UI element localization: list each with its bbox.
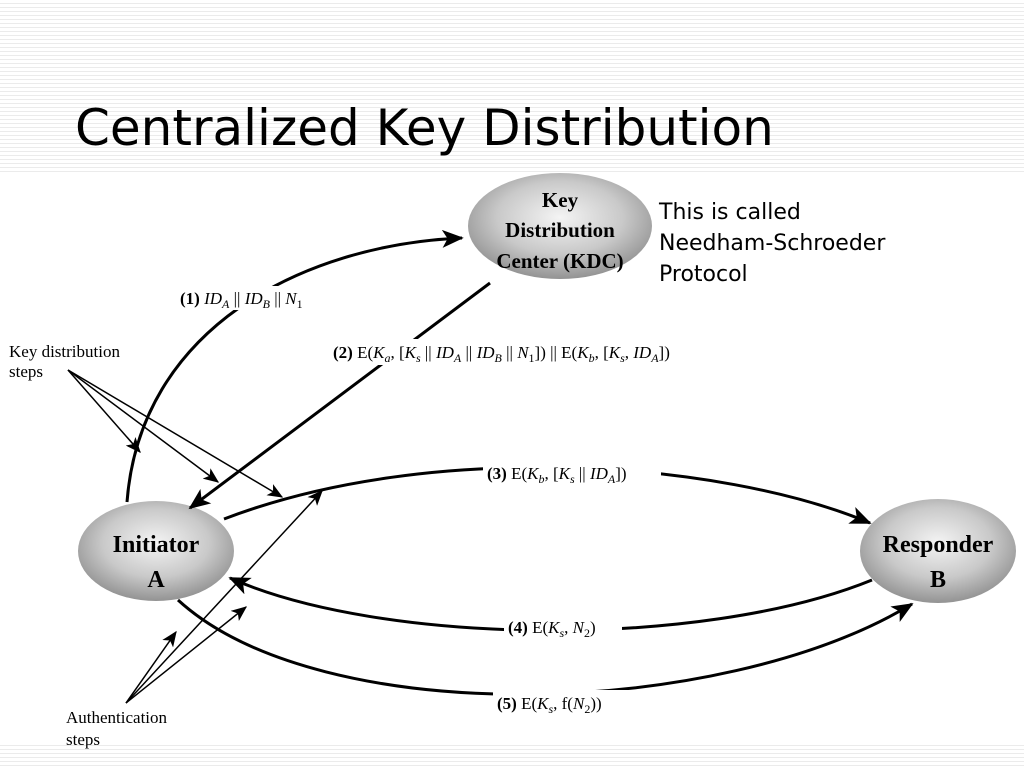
key-distribution-label-line-2: steps: [9, 362, 43, 381]
svg-text:(1) IDA || IDB || N1: (1) IDA || IDB || N1: [180, 289, 303, 311]
svg-text:(3) E(Kb, [Ks || IDA]): (3) E(Kb, [Ks || IDA]): [487, 464, 627, 486]
step-2-label: (2) E(Ka, [Ks || IDA || IDB || N1]) || E…: [329, 339, 753, 365]
kdc-label-line-2: Distribution: [505, 218, 615, 242]
kdc-node: Key Distribution Center (KDC): [468, 173, 652, 279]
responder-label-line-1: Responder: [883, 532, 994, 558]
key-distribution-label-line-1: Key distribution: [9, 342, 120, 361]
slide-title: Centralized Key Distribution: [75, 99, 774, 157]
svg-text:(2) E(Ka, [Ks || IDA || IDB ||: (2) E(Ka, [Ks || IDA || IDB || N1]) || E…: [333, 343, 670, 365]
step-3-label: (3) E(Kb, [Ks || IDA]): [483, 460, 661, 486]
initiator-label-line-2: A: [147, 567, 165, 593]
step-1-label: (1) IDA || IDB || N1: [176, 286, 360, 311]
kdc-label-line-1: Key: [542, 188, 579, 212]
authentication-label-line-2: steps: [66, 730, 100, 749]
arrow-step-1: [125, 229, 464, 503]
footer-stripes: [0, 742, 1024, 768]
svg-text:(5) E(Ks, f(N2)): (5) E(Ks, f(N2)): [497, 694, 602, 716]
step-5-label: (5) E(Ks, f(N2)): [493, 690, 633, 716]
note-line-3: Protocol: [659, 262, 748, 287]
authentication-label-line-1: Authentication: [66, 708, 168, 727]
svg-text:(4) E(Ks, N2): (4) E(Ks, N2): [508, 618, 596, 640]
kdc-label-line-3: Center (KDC): [496, 249, 623, 273]
arrow-step-2: [188, 281, 491, 510]
step-4-label: (4) E(Ks, N2): [504, 614, 622, 640]
responder-label-line-2: B: [930, 567, 946, 593]
protocol-note: This is called Needham-Schroeder Protoco…: [659, 197, 885, 290]
responder-node: Responder B: [860, 499, 1016, 603]
header-stripes: [0, 0, 1024, 175]
initiator-node: Initiator A: [78, 501, 234, 601]
note-line-1: This is called: [659, 200, 801, 225]
initiator-label-line-1: Initiator: [113, 532, 200, 558]
note-line-2: Needham-Schroeder: [659, 231, 886, 256]
authentication-pointers: [125, 490, 323, 704]
key-distribution-pointers: [67, 369, 284, 498]
